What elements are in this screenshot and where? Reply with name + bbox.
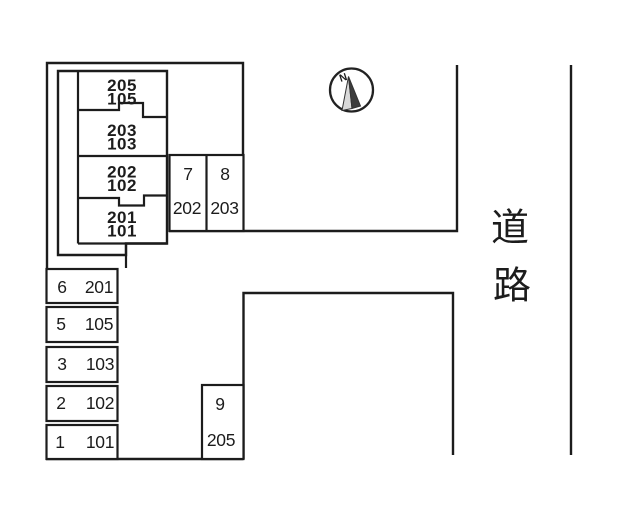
parking-space-number: 5	[56, 314, 65, 334]
parking-space-number: 9	[215, 394, 224, 414]
parking-center-space: 9 205	[200, 383, 245, 461]
unit-label: 205	[107, 76, 137, 95]
parking-space-number: 2	[56, 393, 65, 413]
parking-space-9-box	[200, 383, 245, 461]
parking-space-number: 1	[55, 432, 64, 452]
compass-needle-dark	[348, 76, 362, 110]
compass-circle	[328, 67, 375, 113]
road-label: 道 路	[491, 208, 531, 308]
compass-north-label: N	[338, 71, 349, 85]
parking-space-1-box	[45, 423, 119, 461]
parking-west-column: 6 201 5 105 3 103 2 102 1 101	[45, 267, 119, 461]
parking-space-number: 6	[57, 277, 66, 297]
parking-space-unit: 103	[86, 354, 114, 374]
parking-space-number: 3	[57, 354, 66, 374]
unit-label: 105	[107, 90, 137, 109]
compass-icon: N	[328, 67, 375, 113]
building-divider-lower	[78, 194, 167, 207]
unit-label: 102	[107, 176, 137, 195]
parking-space-5-box	[45, 305, 119, 344]
parking-space-unit: 101	[86, 432, 114, 452]
unit-label: 202	[107, 163, 137, 182]
unit-label: 203	[107, 121, 137, 140]
parking-space-unit: 203	[210, 198, 238, 218]
road-label-char: 道	[491, 208, 529, 250]
parking-space-3-box	[45, 345, 119, 384]
parking-space-number: 8	[220, 164, 229, 184]
parking-space-unit: 102	[86, 393, 114, 413]
parking-north-row: 7 202 8 203	[168, 153, 245, 233]
building-outline	[56, 69, 169, 268]
parking-space-unit: 202	[173, 198, 201, 218]
boundary-west-north-line	[45, 61, 245, 270]
building-divider-upper	[78, 101, 167, 119]
unit-label: 103	[107, 135, 137, 154]
parking-space-number: 7	[183, 164, 192, 184]
building-unit-labels: 205 105 203 103 202 102 201 101	[107, 76, 137, 241]
road-label-char: 路	[493, 266, 531, 308]
unit-label: 201	[107, 208, 137, 227]
boundary-northeast-line	[169, 65, 459, 233]
unit-label: 101	[107, 222, 137, 241]
parking-space-2-box	[45, 384, 119, 423]
parking-space-unit: 105	[85, 314, 113, 334]
parking-space-unit: 205	[207, 430, 235, 450]
boundary-southeast-block-line	[242, 291, 455, 459]
parking-space-6-box	[45, 267, 119, 305]
parking-space-unit: 201	[85, 277, 113, 297]
